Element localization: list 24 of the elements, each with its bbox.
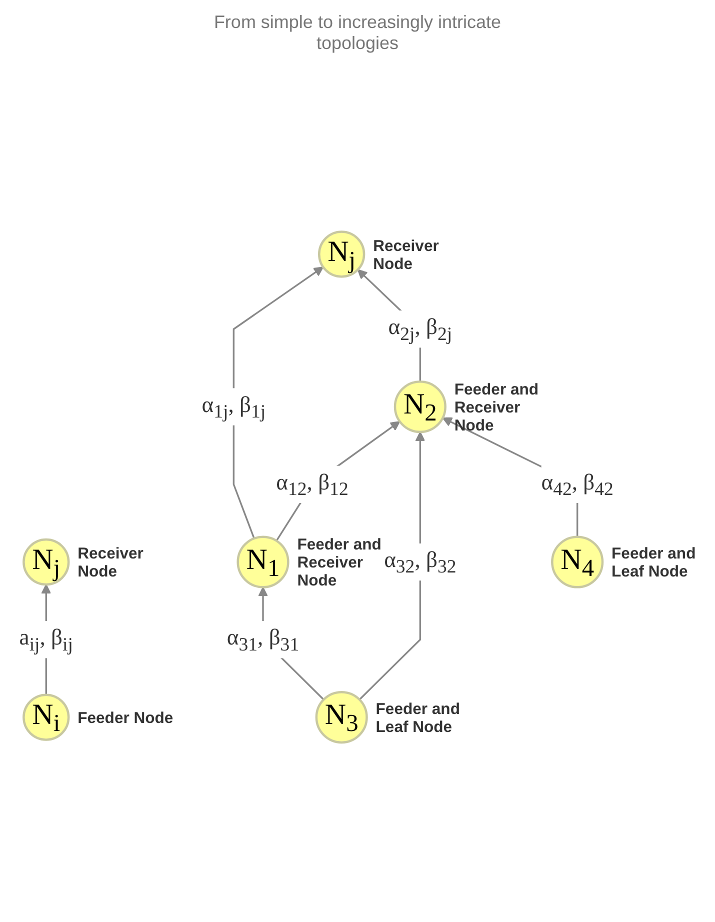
node-circle: N$_{1}$ (236, 536, 290, 588)
edge-label: a$_{ij}$, β$_{ij}$ (19, 626, 73, 655)
arrow (232, 266, 324, 539)
node-caption: Feeder and Leaf Node (612, 546, 696, 581)
node-caption: Receiver Node (373, 238, 439, 273)
edge-label: α$_{31}$, β$_{31}$ (226, 626, 300, 655)
edge-label: α$_{42}$, β$_{42}$ (541, 470, 614, 500)
node-circle: N$_{j}$ (22, 538, 70, 586)
edge-label: α$_{1j}$, β$_{1j}$ (202, 392, 266, 422)
edge-label: α$_{2j}$, β$_{2j}$ (388, 315, 452, 344)
node-caption: Receiver Node (78, 546, 144, 581)
edge-label: α$_{32}$, β$_{32}$ (384, 548, 456, 578)
node-caption: Feeder and Leaf Node (376, 700, 460, 736)
node-circle: N$_{4}$ (551, 536, 604, 588)
node-circle: N$_{j}$ (318, 230, 366, 278)
node-caption: Feeder and Receiver Node (297, 536, 382, 590)
edge-label: α$_{12}$, β$_{12}$ (276, 470, 348, 500)
node-circle: N$_{3}$ (315, 690, 368, 744)
arrow (276, 421, 400, 542)
node-circle: N$_{2}$ (394, 380, 446, 434)
node-circle: N$_{i}$ (22, 694, 70, 741)
note-text: From simple to increasingly intricate topologies (212, 12, 502, 54)
node-caption: Feeder and Receiver Node (454, 381, 539, 434)
node-caption: Feeder Node (78, 710, 174, 727)
